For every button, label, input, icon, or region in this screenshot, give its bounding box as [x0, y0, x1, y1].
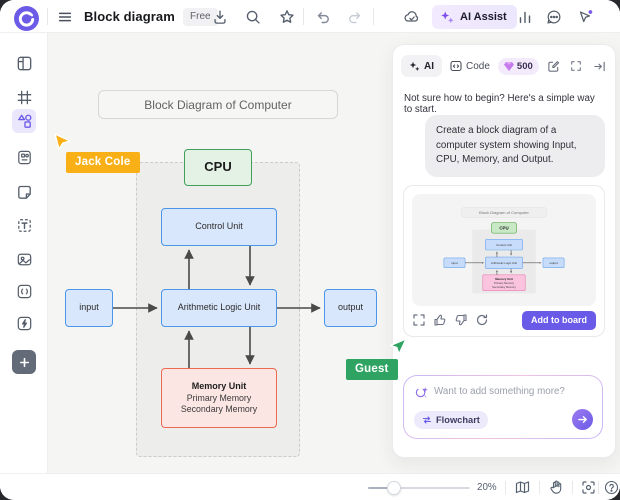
minimap-icon[interactable] — [514, 479, 531, 496]
zoom-slider-fill — [368, 487, 394, 489]
tab-ai-label: AI — [424, 60, 434, 72]
comments-icon[interactable] — [544, 7, 564, 27]
chart-icon[interactable] — [515, 7, 535, 27]
shapes-tool[interactable] — [12, 109, 36, 133]
tab-ai[interactable]: AI — [401, 55, 442, 77]
divider — [505, 481, 506, 494]
divider — [598, 481, 599, 494]
code-icon — [450, 60, 462, 72]
media-tool[interactable] — [12, 247, 36, 271]
credits-badge[interactable]: 500 — [497, 57, 539, 75]
sparkles-icon — [441, 11, 454, 23]
chip-label: Flowchart — [436, 415, 480, 425]
tab-code-label: Code — [466, 60, 490, 72]
node-input[interactable]: input — [65, 289, 113, 327]
app-logo[interactable] — [14, 6, 39, 31]
statusbar: 20% — [0, 473, 620, 500]
tool-sidebar — [0, 33, 48, 473]
divider — [572, 481, 573, 494]
grid-tool[interactable] — [12, 85, 36, 109]
frames-tool[interactable] — [12, 51, 36, 75]
topbar: Block diagram Free AI Assist — [0, 0, 620, 33]
node-memory-unit[interactable]: Memory Unit Primary Memory Secondary Mem… — [161, 368, 277, 428]
send-button[interactable] — [572, 409, 593, 430]
download-icon[interactable] — [210, 7, 230, 27]
preview-output: output — [549, 261, 558, 265]
cursor-label-jack-cole: Jack Cole — [66, 152, 140, 173]
thumbs-down-icon[interactable] — [454, 313, 468, 327]
memory-line: Secondary Memory — [180, 403, 258, 414]
text-tool[interactable] — [12, 213, 36, 237]
gem-icon — [503, 61, 514, 71]
diagram-preview[interactable]: Block Diagram of Computer CPU Control Un… — [412, 194, 596, 306]
ai-assist-button[interactable]: AI Assist — [432, 5, 517, 29]
ai-panel-header: AI Code 500 — [401, 54, 607, 78]
divider — [303, 8, 304, 25]
ai-response-card: Block Diagram of Computer CPU Control Un… — [403, 185, 605, 337]
divider — [47, 8, 48, 25]
response-card-footer: Add to board — [412, 310, 596, 330]
ai-assist-label: AI Assist — [460, 11, 507, 23]
collapse-panel-icon[interactable] — [591, 58, 607, 74]
preview-memory-l2: Secondary Memory — [492, 285, 516, 289]
regenerate-icon[interactable] — [475, 313, 489, 327]
undo-icon[interactable] — [313, 7, 333, 27]
cloud-sync-icon[interactable] — [402, 7, 422, 27]
zoom-slider-handle[interactable] — [387, 481, 401, 495]
memory-line: Primary Memory — [186, 392, 252, 403]
zoom-slider[interactable] — [368, 481, 470, 495]
preview-memory: Memory Unit — [495, 277, 513, 281]
add-to-board-button[interactable]: Add to board — [522, 310, 596, 330]
board-title-box[interactable]: Block Diagram of Computer — [98, 90, 338, 119]
smart-shapes-tool[interactable] — [12, 145, 36, 169]
preview-input: input — [451, 261, 458, 265]
ai-prompt-box: Flowchart — [403, 375, 603, 439]
swap-icon — [422, 416, 432, 424]
add-tool-button[interactable] — [12, 350, 36, 374]
star-icon[interactable] — [277, 7, 297, 27]
plan-badge: Free — [183, 8, 218, 26]
divider — [373, 8, 374, 25]
node-control-unit[interactable]: Control Unit — [161, 208, 277, 246]
thumbs-up-icon[interactable] — [433, 313, 447, 327]
cursor-jack-cole — [54, 133, 71, 150]
hand-tool-icon[interactable] — [548, 479, 565, 496]
preview-control: Control Unit — [496, 243, 512, 247]
new-chat-icon[interactable] — [546, 58, 562, 74]
cursor-label-guest: Guest — [346, 359, 398, 380]
ai-prompt-input[interactable] — [434, 386, 592, 397]
menu-icon[interactable] — [55, 7, 75, 27]
expand-preview-icon[interactable] — [412, 313, 426, 327]
sparkle-icon — [409, 61, 420, 71]
zoom-level[interactable]: 20% — [477, 482, 497, 493]
flowchart-suggestion-chip[interactable]: Flowchart — [414, 411, 488, 429]
node-alu[interactable]: Arithmetic Logic Unit — [161, 289, 277, 327]
memory-title: Memory Unit — [191, 381, 247, 392]
actions-tool[interactable] — [12, 311, 36, 335]
tab-code[interactable]: Code — [442, 55, 498, 77]
help-icon[interactable] — [603, 479, 620, 496]
node-output[interactable]: output — [324, 289, 377, 327]
credits-count: 500 — [516, 60, 533, 72]
ai-intro-text: Not sure how to begin? Here's a simple w… — [404, 93, 595, 115]
cursor-guest — [389, 338, 407, 355]
preview-alu: Arithmetic Logic Unit — [491, 261, 517, 265]
document-title[interactable]: Block diagram — [84, 9, 175, 24]
preview-cpu: CPU — [499, 226, 508, 231]
search-icon[interactable] — [243, 7, 263, 27]
user-message-bubble: Create a block diagram of a computer sys… — [425, 115, 605, 178]
expand-panel-icon[interactable] — [569, 58, 585, 74]
preview-title: Block Diagram of Computer — [479, 210, 529, 215]
notes-tool[interactable] — [12, 180, 36, 204]
ai-assist-panel: AI Code 500 Not sure how to begin? Here'… — [392, 44, 616, 458]
preview-memory-l1: Primary Memory — [494, 281, 515, 285]
redo-icon[interactable] — [345, 7, 365, 27]
magic-pen-icon — [415, 387, 428, 398]
node-cpu[interactable]: CPU — [184, 149, 252, 186]
focus-icon[interactable] — [580, 479, 597, 496]
pointer-follow-icon[interactable] — [575, 7, 595, 27]
embed-tool[interactable] — [12, 279, 36, 303]
divider — [539, 481, 540, 494]
